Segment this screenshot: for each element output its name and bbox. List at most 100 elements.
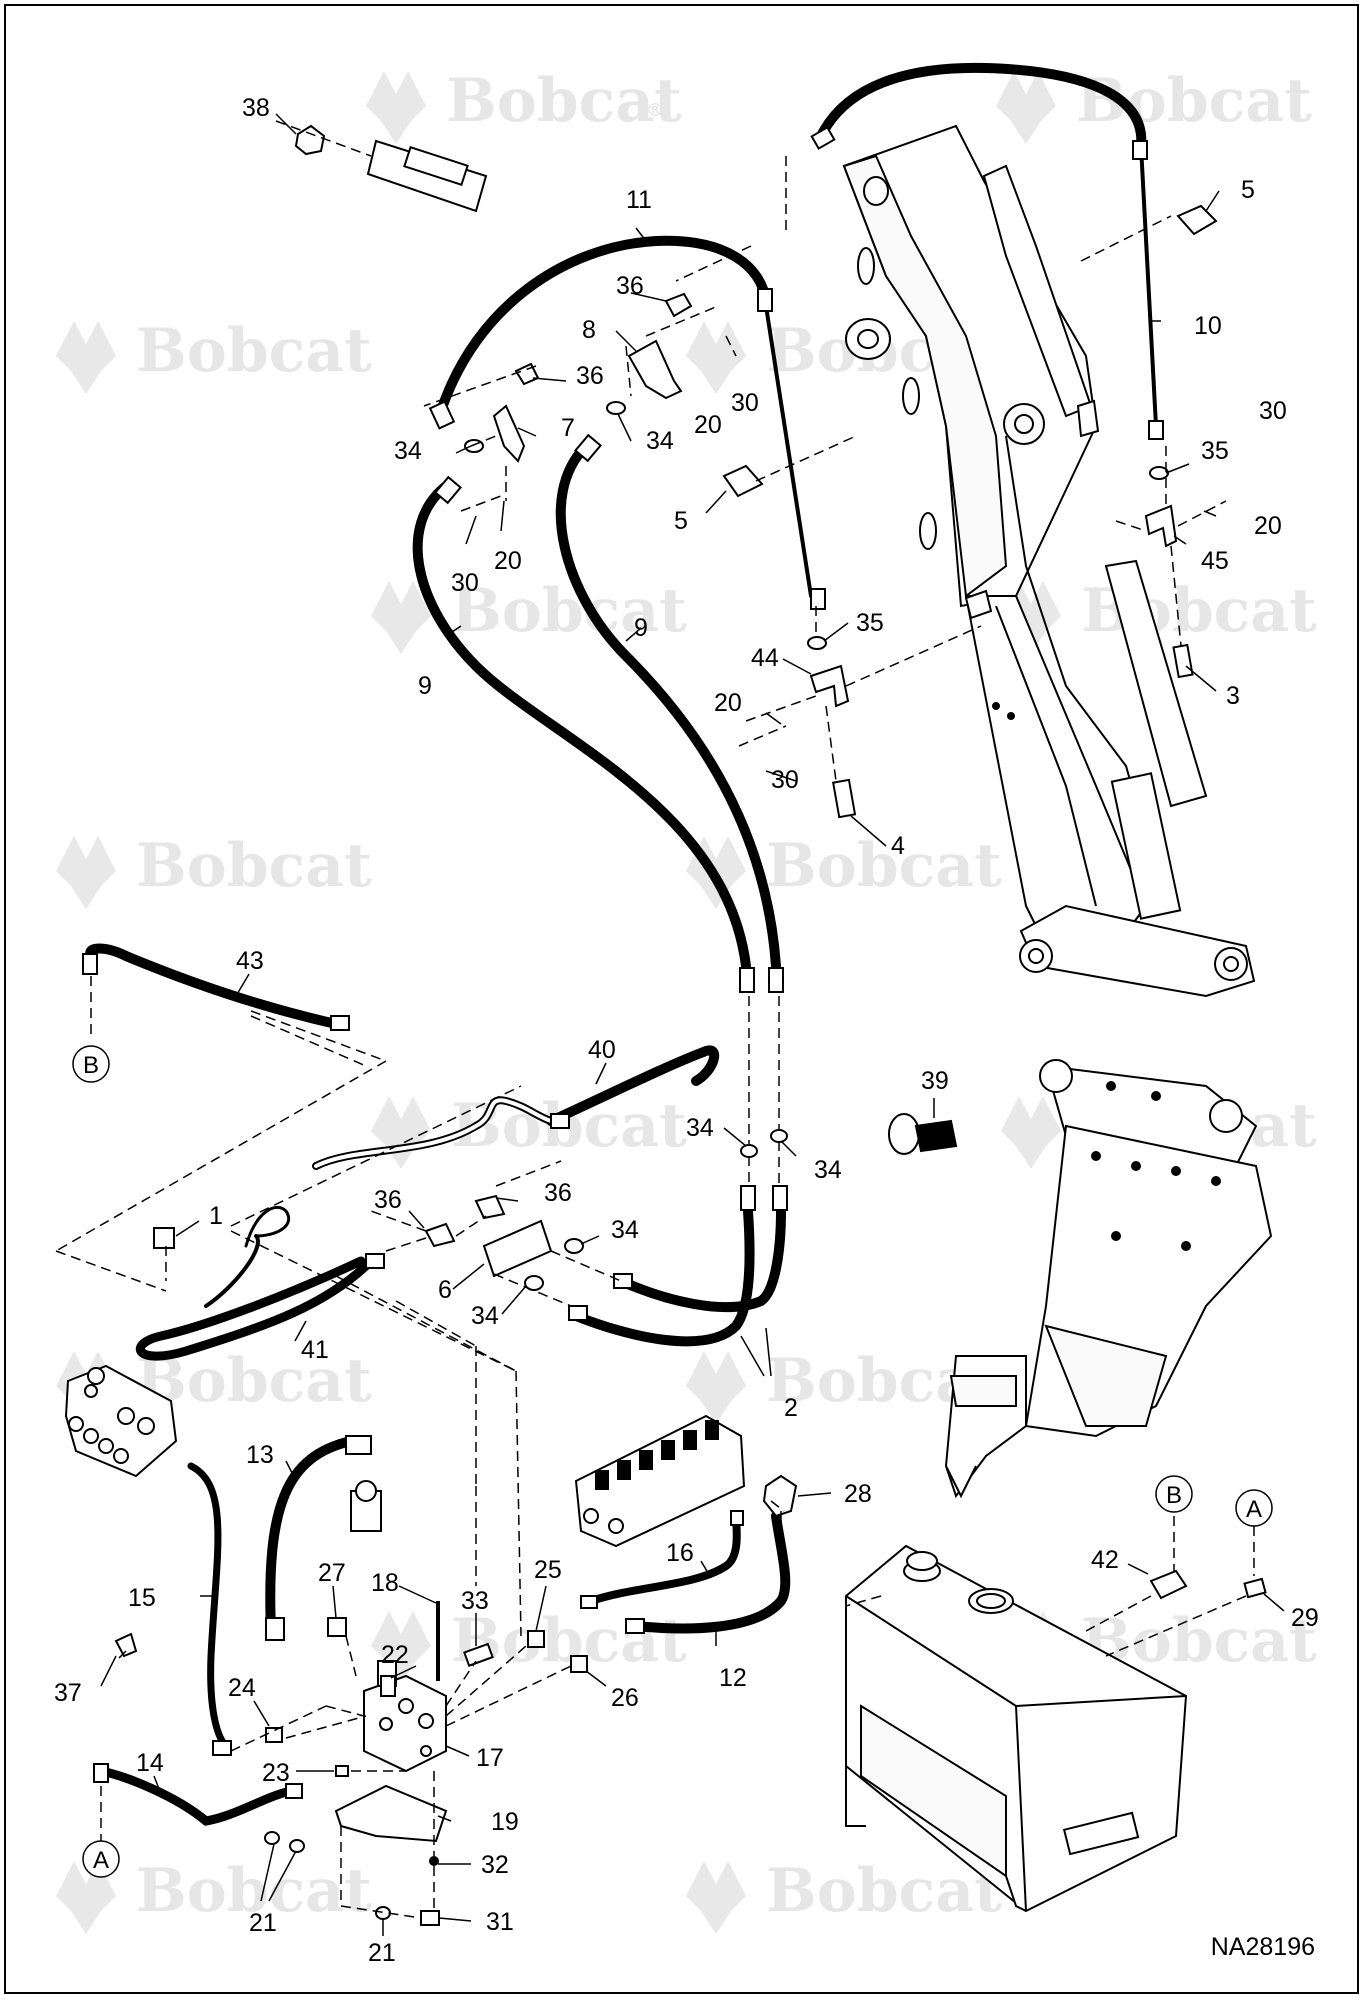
main-control-valve [574, 1414, 746, 1548]
elbow-36 [424, 1222, 456, 1248]
fitting-26 [570, 1655, 588, 1673]
svg-text:B: B [1166, 1482, 1182, 1509]
fitting-29 [1243, 1577, 1267, 1599]
connector-circle [72, 1045, 110, 1083]
leader-lines [100, 113, 1285, 1936]
fitting-4 [832, 778, 857, 819]
callout: 30 [1259, 397, 1287, 425]
bobcat-watermark: Bobcat [371, 1606, 687, 1684]
callout: 36 [576, 362, 604, 390]
callout-labels: 38 11 5 36 36 8 10 34 7 34 20 30 5 30 20… [54, 94, 1319, 1967]
spring-22 [380, 1675, 396, 1697]
callout: 20 [1254, 512, 1282, 540]
callout: 45 [1201, 547, 1229, 575]
elbow-36 [664, 292, 693, 318]
elbow-42 [1149, 1569, 1188, 1600]
callout: 34 [611, 1216, 639, 1244]
fitting-28 [762, 1474, 798, 1518]
callout: 8 [582, 316, 596, 344]
fitting-23 [335, 1765, 349, 1777]
callout: 4 [891, 832, 905, 860]
washer-35 [807, 636, 827, 650]
control-valve-left [64, 1364, 178, 1478]
washer-21 [289, 1839, 305, 1853]
svg-text:Bobcat: Bobcat [451, 576, 687, 646]
callout: 34 [394, 437, 422, 465]
bobcat-watermark: Bobcat [56, 831, 372, 909]
clamp-5-upper [1176, 204, 1218, 236]
callout: 25 [534, 1556, 562, 1584]
bobcat-watermark: Bobcat ® [366, 66, 682, 144]
callout: 37 [54, 1679, 82, 1707]
svg-text:Bobcat: Bobcat [1076, 66, 1312, 136]
callout: 21 [368, 1939, 396, 1967]
arm-cylinder [1104, 559, 1208, 808]
hydraulic-tank [845, 1544, 1188, 1913]
connector-circle [1155, 1475, 1193, 1513]
hose-12 [631, 1511, 791, 1634]
dashed-lines [55, 120, 1255, 1919]
callout: 43 [236, 947, 264, 975]
exploded-parts-diagram: Bobcat ® Bobcat Bobcat Bobcat Bobcat Bob… [54, 62, 1319, 1967]
callout: 30 [771, 766, 799, 794]
fitting-37 [114, 1632, 138, 1658]
connector-circle [82, 1840, 120, 1878]
svg-text:Bobcat: Bobcat [766, 1856, 1002, 1926]
washer-34 [770, 1129, 788, 1143]
svg-text:Bobcat: Bobcat [136, 316, 372, 386]
callout: 29 [1291, 1604, 1319, 1632]
callout: 3 [1226, 682, 1240, 710]
callout: 20 [494, 547, 522, 575]
hose-41 [135, 1256, 376, 1361]
washer-21 [375, 1906, 391, 1920]
nut-32 [429, 1856, 439, 1866]
hose-15 [187, 1462, 230, 1750]
washer-34 [740, 1144, 758, 1158]
bracket-45 [1144, 504, 1178, 548]
hose-40 [546, 1045, 720, 1126]
svg-text:A: A [93, 1847, 109, 1874]
callout: 42 [1091, 1546, 1119, 1574]
callout: 34 [646, 427, 674, 455]
callout: 5 [1241, 176, 1255, 204]
callout: 22 [381, 1641, 409, 1669]
callout: 13 [246, 1441, 274, 1469]
bucket-linkage [1019, 904, 1256, 998]
bracket-7 [492, 404, 526, 463]
callout: 1 [209, 1202, 223, 1230]
callout: 9 [634, 614, 648, 642]
callout: 5 [674, 507, 688, 535]
callout: 38 [242, 94, 270, 122]
bobcat-watermark: Bobcat [686, 831, 1002, 909]
fitting-3 [1172, 643, 1194, 679]
boom-bracket [964, 589, 993, 620]
block-1 [153, 1227, 175, 1249]
washer-34 [606, 401, 626, 415]
callout: 34 [686, 1114, 714, 1142]
callout: 11 [626, 186, 652, 214]
fitting-25 [527, 1630, 545, 1648]
svg-text:Bobcat: Bobcat [766, 831, 1002, 901]
callout: 10 [1194, 312, 1222, 340]
washer-34 [464, 439, 484, 453]
svg-text:Bobcat: Bobcat [446, 66, 682, 136]
bolt-31 [420, 1910, 440, 1926]
callout: 28 [844, 1480, 872, 1508]
hose-11 [436, 235, 771, 416]
callout: 36 [544, 1179, 572, 1207]
svg-text:Bobcat: Bobcat [136, 831, 372, 901]
callout: 17 [476, 1744, 504, 1772]
hose-10 [816, 62, 1147, 151]
hose-2-right [616, 1206, 786, 1313]
fitting-33 [463, 1642, 494, 1667]
callout: 34 [471, 1302, 499, 1330]
bracket-19 [334, 1784, 448, 1843]
callout: 2 [784, 1394, 798, 1422]
callout: 23 [262, 1759, 290, 1787]
callout: 20 [714, 689, 742, 717]
callout: 24 [228, 1674, 256, 1702]
bobcat-watermark: Bobcat [56, 1856, 372, 1934]
bobcat-watermark: Bobcat [56, 316, 372, 394]
callout: 7 [561, 414, 575, 442]
grommet-39 [888, 1113, 920, 1155]
